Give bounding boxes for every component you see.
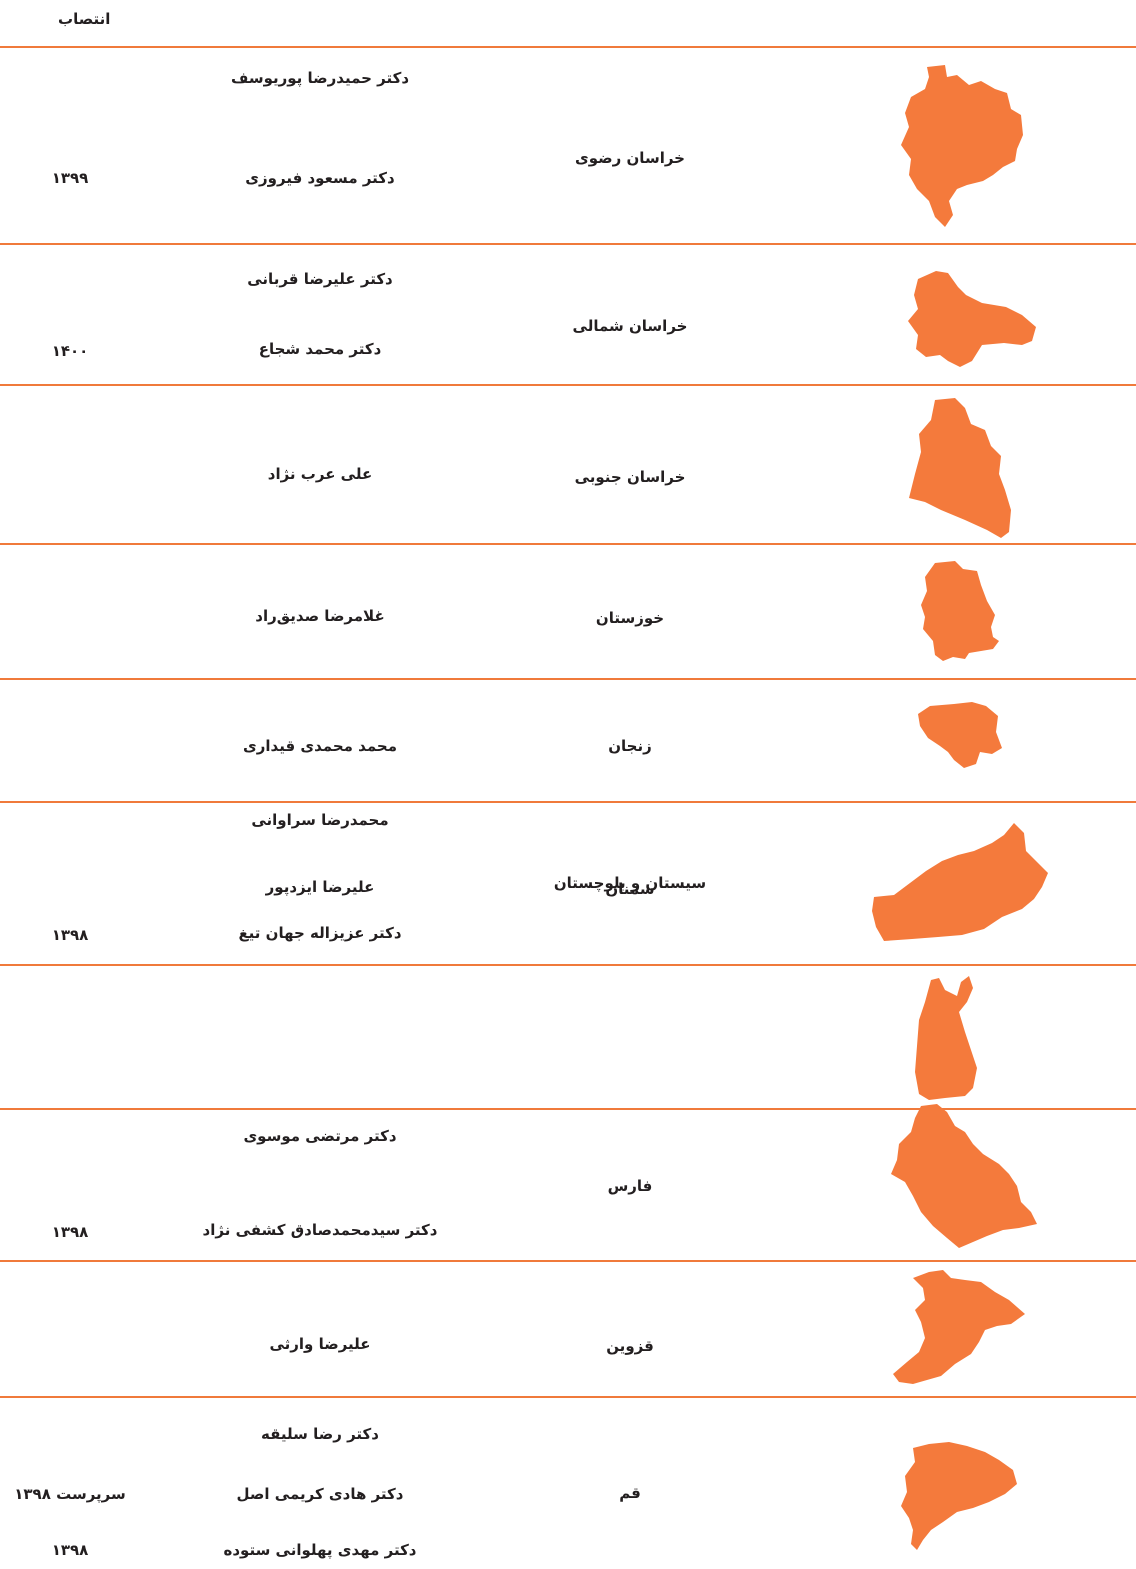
row-divider: [0, 1260, 1136, 1262]
province-map-icon: [901, 1442, 1017, 1550]
province-name: سمنان: [605, 880, 655, 898]
province-map-icon: [891, 1104, 1037, 1248]
table-row: سیستان و بلوچستان محمدرضا سراوانی دکتر ع…: [0, 803, 1136, 964]
table-row: سمنان علیرضا ایزدپور: [0, 803, 1136, 964]
person-name: دکتر هادی کریمی اصل: [236, 1485, 404, 1503]
person-name: غلامرضا صدیق‌راد: [255, 607, 385, 625]
table-row: خوزستان غلامرضا صدیق‌راد: [0, 545, 1136, 678]
person-name: محمد محمدی قیداری: [243, 737, 397, 755]
appointment-year: ۱۳۹۸: [51, 926, 89, 944]
table-row: قزوین علیرضا وارثی: [0, 1262, 1136, 1396]
person-name: علیرضا وارثی: [269, 1335, 371, 1353]
province-name: قم: [619, 1484, 641, 1502]
appointment-year: ۱۳۹۹: [51, 169, 89, 187]
person-name: دکتر حمیدرضا پوریوسف: [230, 69, 410, 87]
appointment-status: سرپرست ۱۳۹۸: [14, 1485, 126, 1503]
row-divider: [0, 801, 1136, 803]
province-name: خراسان جنوبی: [574, 468, 686, 486]
appointment-year: ۱۳۹۸: [51, 1541, 89, 1559]
appointment-column-header: انتصاب: [58, 10, 111, 28]
row-divider: [0, 1108, 1136, 1110]
province-map-icon: [901, 65, 1023, 227]
row-divider: [0, 1396, 1136, 1398]
appointment-year: ۱۴۰۰: [51, 342, 89, 360]
person-name: دکتر مسعود فیروزی: [245, 169, 395, 187]
table-row: خراسان جنوبی علی عرب نژاد: [0, 386, 1136, 543]
row-divider: [0, 46, 1136, 48]
table-row: قم دکتر رضا سلیقه دکتر هادی کریمی اصل دک…: [0, 1398, 1136, 1569]
person-name: علیرضا ایزدپور: [265, 878, 375, 896]
row-divider: [0, 964, 1136, 966]
person-name: دکتر مهدی پهلوانی ستوده: [223, 1541, 417, 1559]
appointment-year: ۱۳۹۸: [51, 1223, 89, 1241]
person-name: دکتر عزیزاله جهان تیغ: [238, 924, 402, 942]
table-row: فارس دکتر مرتضی موسوی دکتر سیدمحمدصادق ک…: [0, 1104, 1136, 1260]
province-name: خراسان شمالی: [572, 317, 688, 335]
person-name: علی عرب نژاد: [267, 465, 373, 483]
province-name: زنجان: [608, 737, 652, 755]
table-row: زنجان محمد محمدی قیداری: [0, 680, 1136, 801]
province-map-icon: [908, 271, 1036, 367]
person-name: دکتر علیرضا قربانی: [247, 270, 393, 288]
table-row: خراسان شمالی دکتر علیرضا قربانی دکتر محم…: [0, 245, 1136, 384]
row-divider: [0, 543, 1136, 545]
province-name: سیستان و بلوچستان: [553, 874, 707, 892]
table-row: خراسان رضوی دکتر حمیدرضا پوریوسف دکتر مس…: [0, 48, 1136, 243]
row-divider: [0, 243, 1136, 245]
row-divider: [0, 678, 1136, 680]
person-name: دکتر مرتضی موسوی: [243, 1127, 397, 1145]
person-name: دکتر محمد شجاع: [258, 340, 382, 358]
row-divider: [0, 384, 1136, 386]
province-name: فارس: [607, 1177, 653, 1195]
province-map-icon: [909, 398, 1011, 538]
province-name: خوزستان: [595, 609, 665, 627]
province-map-icon: [915, 976, 977, 1100]
person-name: دکتر رضا سلیقه: [261, 1425, 379, 1443]
table-header: انتصاب: [0, 0, 1136, 46]
province-map-icon: [918, 702, 1002, 768]
province-map-icon: [893, 1270, 1025, 1384]
person-name: محمدرضا سراوانی: [251, 811, 389, 829]
province-name: خراسان رضوی: [575, 149, 685, 167]
province-name: قزوین: [606, 1337, 654, 1355]
province-map-icon: [921, 561, 999, 661]
person-name: دکتر سیدمحمدصادق کشفی نژاد: [202, 1221, 438, 1239]
province-map-icon: [872, 823, 1048, 941]
